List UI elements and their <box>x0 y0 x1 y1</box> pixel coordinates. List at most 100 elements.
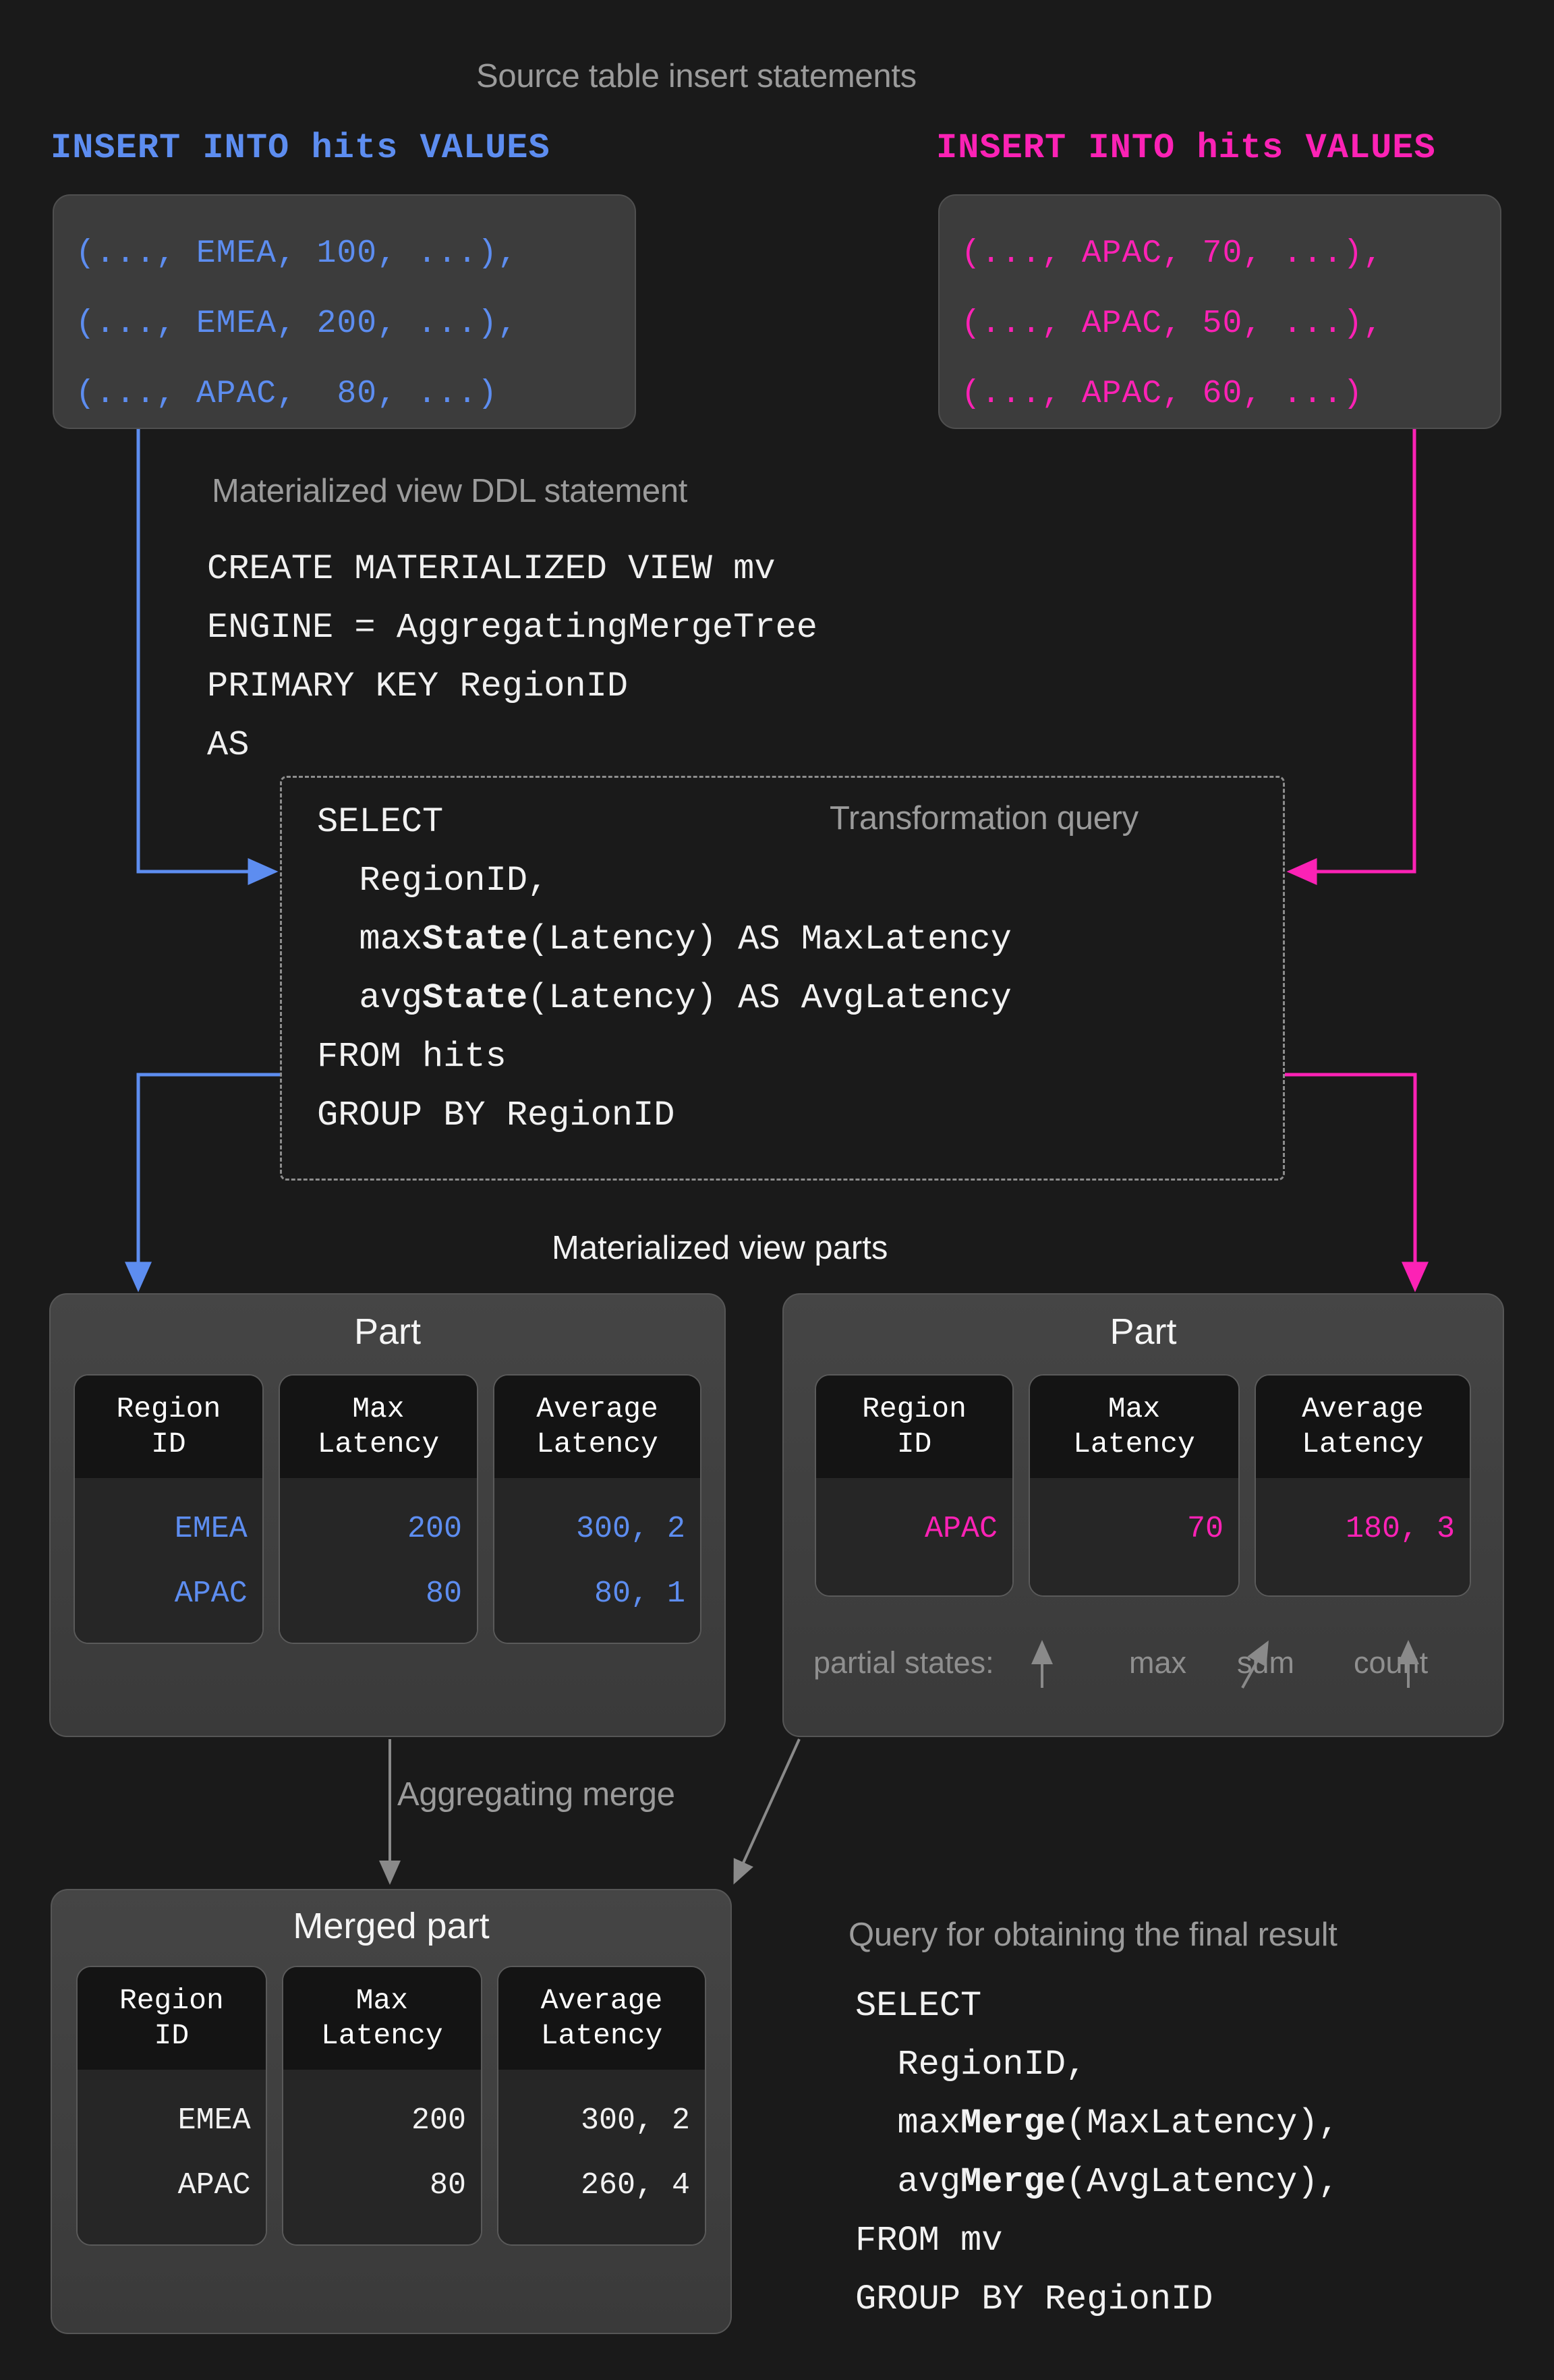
xq-line: avgState(Latency) AS AvgLatency <box>317 969 1012 1027</box>
table-cell: 80 <box>430 2168 467 2203</box>
column-body: 70 <box>1030 1478 1238 1595</box>
table-cell: 80 <box>426 1577 463 1611</box>
table-cell: 200 <box>411 2103 467 2138</box>
fq-bold: Merge <box>960 2103 1066 2143</box>
merged-part-columns: Region ID EMEA APAC Max Latency 200 80 A… <box>76 1966 706 2246</box>
fq-post: (AvgLatency), <box>1066 2162 1340 2202</box>
transformation-query-title: Transformation query <box>830 800 1139 837</box>
column-region-id: Region ID EMEA APAC <box>74 1374 264 1644</box>
ddl-line: PRIMARY KEY RegionID <box>207 667 629 706</box>
column-average-latency: Average Latency 180, 3 <box>1255 1374 1471 1597</box>
insert-left-box: (..., EMEA, 100, ...), (..., EMEA, 200, … <box>53 194 636 429</box>
connector-part-right-to-merged <box>733 1738 801 1885</box>
ddl-title: Materialized view DDL statement <box>212 473 688 509</box>
fq-line: SELECT <box>855 1986 982 2026</box>
xq-line: maxState(Latency) AS MaxLatency <box>317 910 1012 969</box>
xq-line: RegionID, <box>317 861 549 901</box>
xq-bold: State <box>422 978 528 1018</box>
part-card-right: Part Region ID APAC Max Latency 70 Avera… <box>782 1293 1504 1737</box>
column-body: 300, 2 260, 4 <box>498 2070 705 2244</box>
partial-states-annotation-sum: sum <box>1237 1645 1295 1680</box>
ddl-statement: CREATE MATERIALIZED VIEW mv ENGINE = Agg… <box>207 540 817 774</box>
insert-left-header: INSERT INTO hits VALUES <box>51 128 550 168</box>
part-right-columns: Region ID APAC Max Latency 70 Average La… <box>815 1374 1476 1597</box>
insert-left-row: (..., APAC, 80, ...) <box>76 376 498 412</box>
column-header: Max Latency <box>283 1967 482 2070</box>
fq-pre: max <box>855 2103 961 2143</box>
table-cell: 300, 2 <box>580 2103 690 2138</box>
column-max-latency: Max Latency 200 80 <box>281 1966 483 2246</box>
column-header: Average Latency <box>498 1967 705 2070</box>
source-inserts-title: Source table insert statements <box>476 58 917 94</box>
column-header: Max Latency <box>279 1376 478 1478</box>
xq-bold: State <box>422 919 528 959</box>
column-body: 180, 3 <box>1256 1478 1470 1595</box>
column-header: Average Latency <box>494 1376 700 1478</box>
part-card-left: Part Region ID EMEA APAC Max Latency 200… <box>49 1293 726 1737</box>
fq-line: RegionID, <box>855 2045 1087 2085</box>
final-query-title: Query for obtaining the final result <box>848 1917 1337 1953</box>
xq-line: SELECT <box>317 802 444 842</box>
insert-right-row: (..., APAC, 70, ...), <box>961 235 1383 272</box>
table-cell: 80, 1 <box>594 1577 685 1611</box>
connector-insert-right-to-query <box>1286 429 1416 885</box>
aggregating-merge-label: Aggregating merge <box>397 1776 675 1813</box>
partial-states-label: partial states: <box>813 1645 994 1680</box>
insert-left-row: (..., EMEA, 200, ...), <box>76 306 518 342</box>
ddl-line: AS <box>207 725 250 765</box>
table-cell: APAC <box>174 1577 248 1611</box>
column-body: 300, 2 80, 1 <box>494 1478 700 1643</box>
mv-parts-title: Materialized view parts <box>552 1230 888 1266</box>
xq-post: (Latency) AS MaxLatency <box>527 919 1012 959</box>
fq-line: FROM mv <box>855 2221 1003 2261</box>
transformation-query-box <box>280 776 1285 1181</box>
transformation-query-text: SELECT RegionID, maxState(Latency) AS Ma… <box>317 793 1012 1145</box>
insert-right-header: INSERT INTO hits VALUES <box>936 128 1436 168</box>
column-body: APAC <box>816 1478 1012 1595</box>
column-header: Average Latency <box>1256 1376 1470 1478</box>
fq-line: GROUP BY RegionID <box>855 2279 1213 2319</box>
fq-line: maxMerge(MaxLatency), <box>855 2094 1339 2153</box>
ddl-line: ENGINE = AggregatingMergeTree <box>207 608 817 648</box>
xq-pre: avg <box>317 978 423 1018</box>
table-cell: 180, 3 <box>1345 1512 1455 1546</box>
column-region-id: Region ID EMEA APAC <box>76 1966 267 2246</box>
column-average-latency: Average Latency 300, 2 80, 1 <box>493 1374 701 1644</box>
insert-right-box: (..., APAC, 70, ...), (..., APAC, 50, ..… <box>938 194 1501 429</box>
ddl-line: CREATE MATERIALIZED VIEW mv <box>207 549 776 589</box>
table-cell: APAC <box>177 2168 251 2203</box>
fq-line: avgMerge(AvgLatency), <box>855 2153 1340 2211</box>
column-region-id: Region ID APAC <box>815 1374 1014 1597</box>
part-right-title: Part <box>1110 1311 1177 1352</box>
column-max-latency: Max Latency 70 <box>1029 1374 1240 1597</box>
column-body: 200 80 <box>279 1478 478 1643</box>
column-average-latency: Average Latency 300, 2 260, 4 <box>497 1966 706 2246</box>
column-body: 200 80 <box>283 2070 482 2244</box>
table-cell: EMEA <box>174 1512 248 1546</box>
table-cell: EMEA <box>177 2103 251 2138</box>
table-cell: APAC <box>924 1512 998 1546</box>
column-header: Region ID <box>816 1376 1012 1478</box>
column-header: Region ID <box>75 1376 262 1478</box>
fq-bold: Merge <box>960 2162 1066 2202</box>
xq-pre: max <box>317 919 423 959</box>
partial-states-annotation-max: max <box>1129 1645 1187 1680</box>
column-max-latency: Max Latency 200 80 <box>278 1374 479 1644</box>
xq-line: GROUP BY RegionID <box>317 1096 675 1135</box>
merged-part-card: Merged part Region ID EMEA APAC Max Late… <box>51 1889 732 2334</box>
column-header: Max Latency <box>1030 1376 1238 1478</box>
insert-right-row: (..., APAC, 50, ...), <box>961 306 1383 342</box>
insert-left-row: (..., EMEA, 100, ...), <box>76 235 518 272</box>
connector-query-to-part-left <box>125 1073 280 1293</box>
xq-line: FROM hits <box>317 1037 507 1077</box>
fq-pre: avg <box>855 2162 961 2202</box>
part-left-title: Part <box>353 1311 422 1352</box>
part-left-columns: Region ID EMEA APAC Max Latency 200 80 A… <box>74 1374 701 1644</box>
insert-right-row: (..., APAC, 60, ...) <box>961 376 1364 412</box>
merged-part-title: Merged part <box>293 1906 490 1946</box>
table-cell: 70 <box>1186 1512 1224 1546</box>
xq-post: (Latency) AS AvgLatency <box>527 978 1012 1018</box>
column-body: EMEA APAC <box>75 1478 262 1643</box>
column-header: Region ID <box>78 1967 266 2070</box>
